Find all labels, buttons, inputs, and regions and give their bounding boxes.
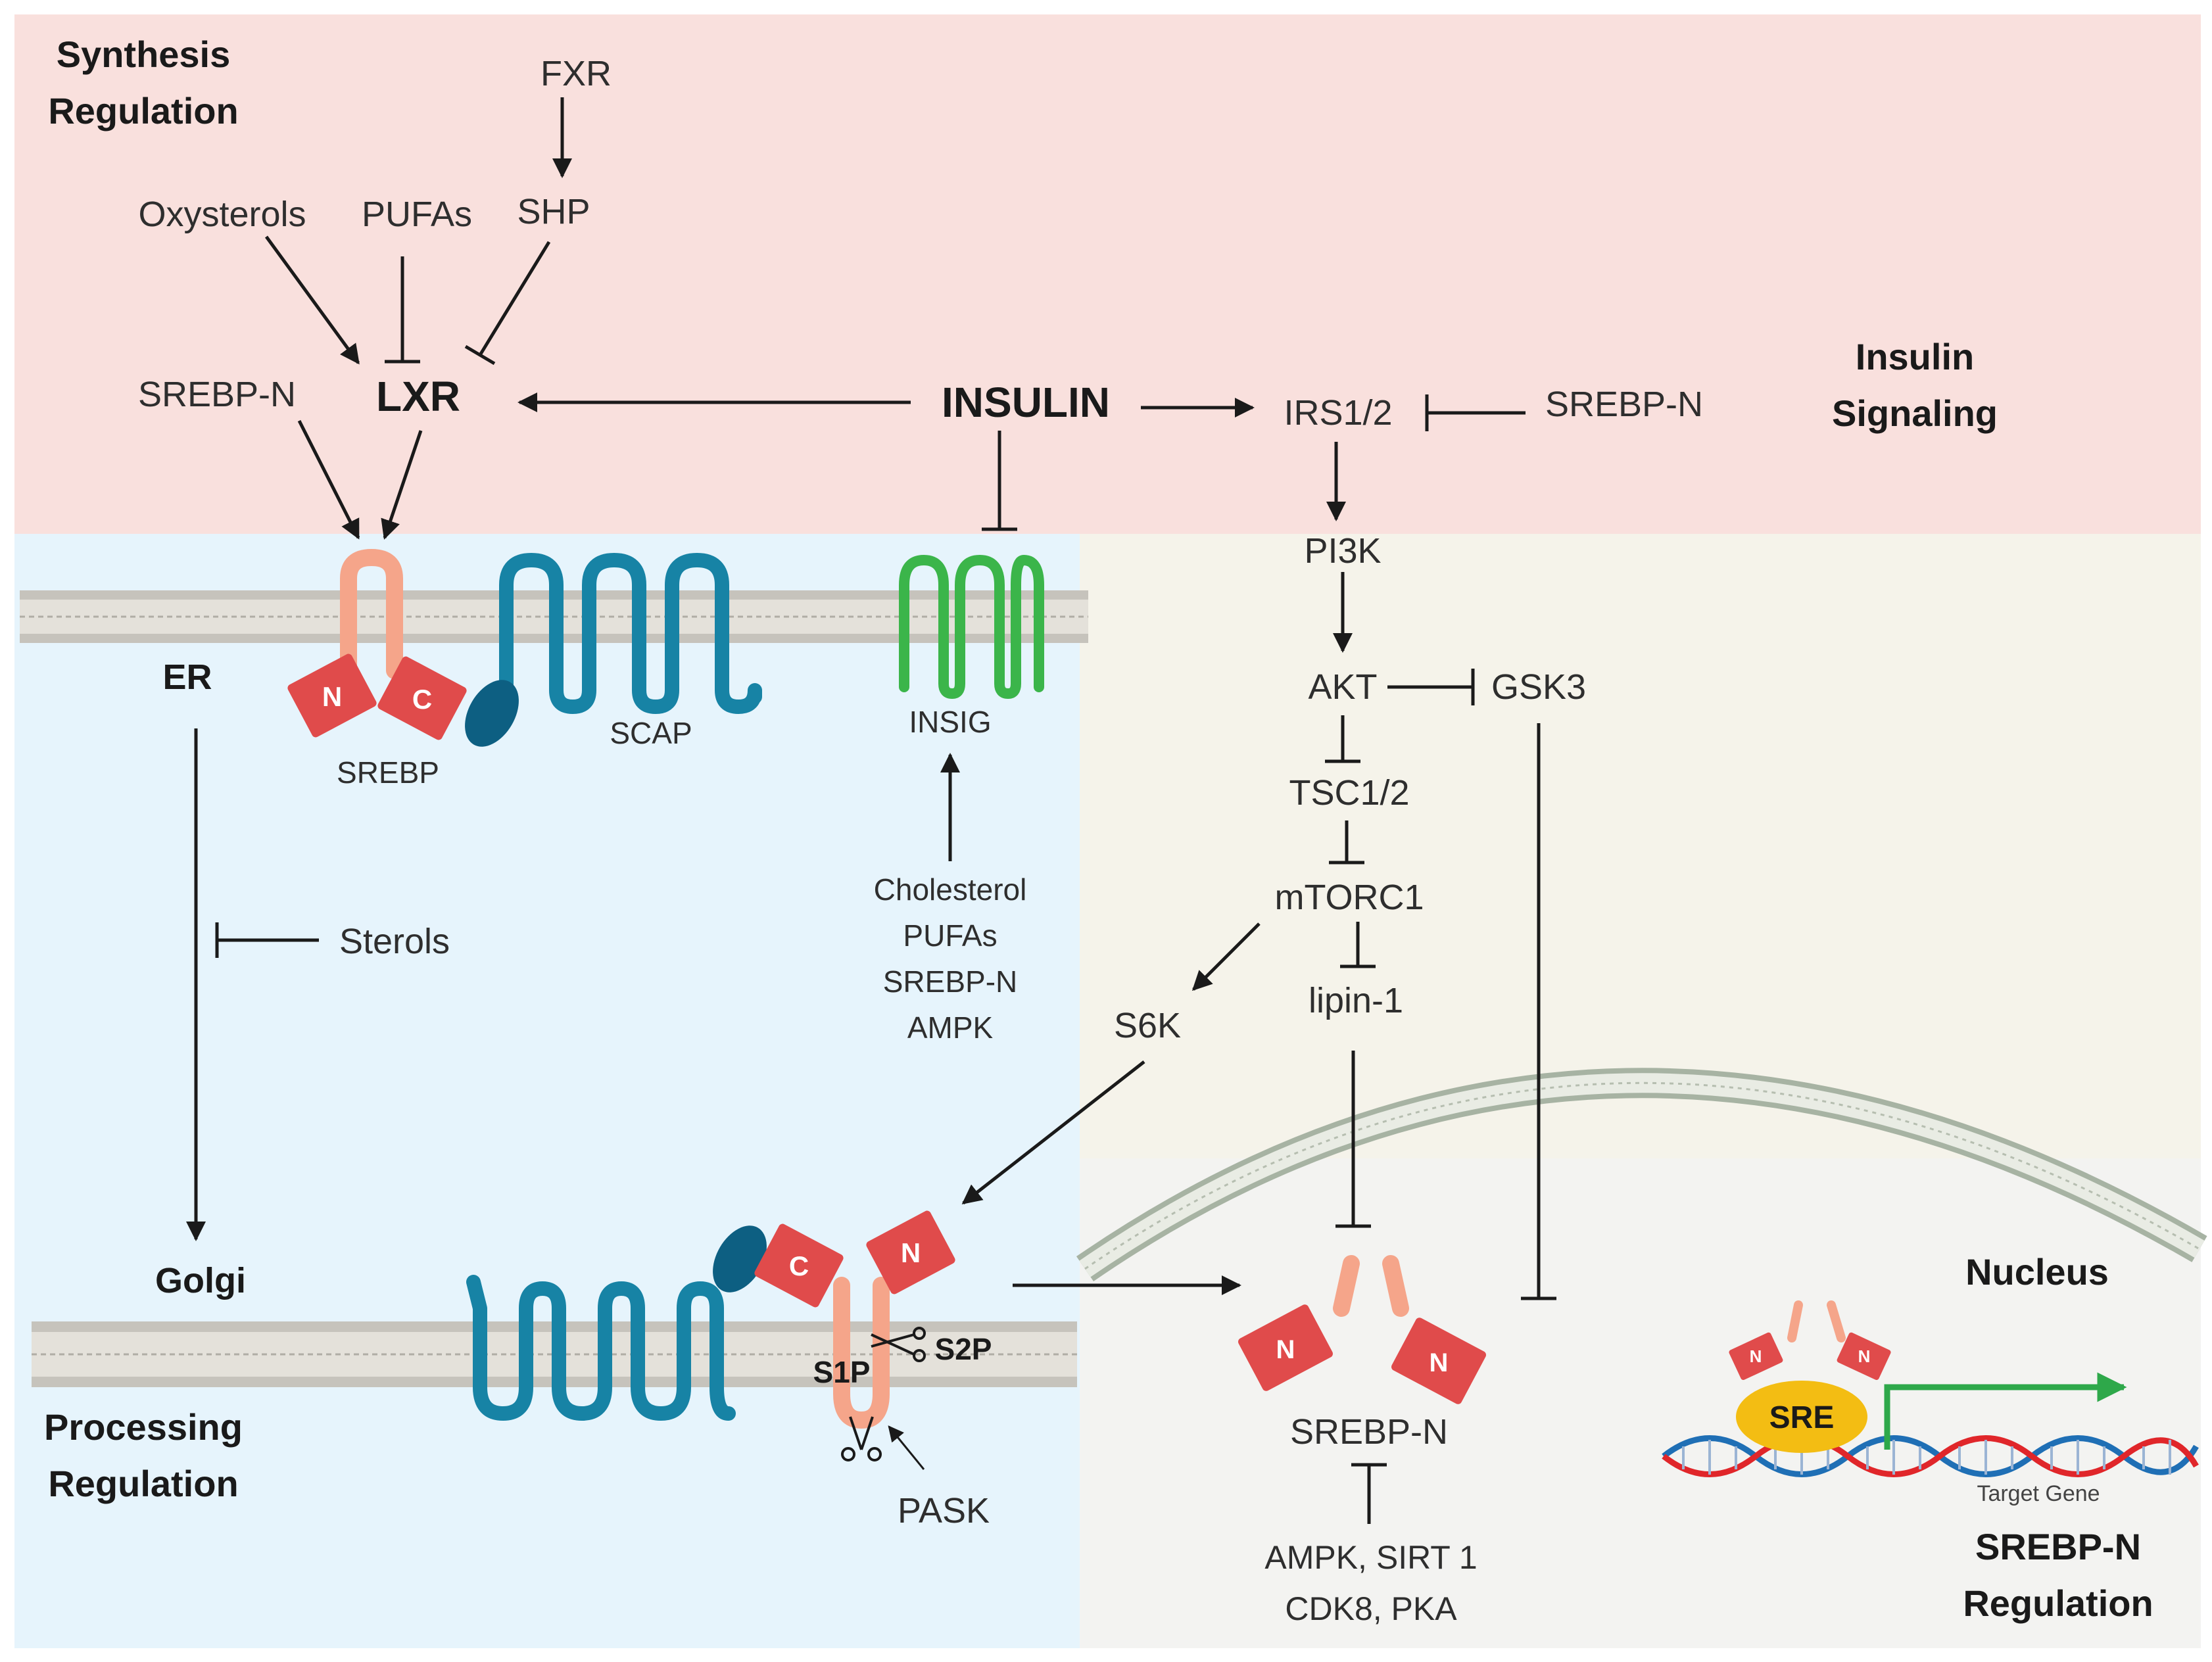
- label-pi3k: PI3K: [1304, 531, 1382, 571]
- label-scap: SCAP: [610, 716, 692, 750]
- arrow-oxysterols-lxr: [264, 235, 360, 365]
- label-lxr: LXR: [376, 373, 460, 420]
- label-srebp: SREBP: [337, 755, 439, 790]
- label-shp: SHP: [517, 192, 590, 231]
- srebp-n-inhibitor-item: AMPK, SIRT 1: [1264, 1539, 1478, 1576]
- section-insulin-line2: Signaling: [1832, 392, 1998, 434]
- insig-regulator-item: AMPK: [907, 1010, 994, 1045]
- label-srebp-n-nucleus: SREBP-N: [1289, 1412, 1449, 1452]
- srebp-c-letter-golgi: C: [789, 1250, 809, 1281]
- section-insulin-line1: Insulin: [1855, 336, 1975, 377]
- arrow-srebpn-er: [297, 419, 360, 540]
- label-s2p: S2P: [934, 1332, 992, 1366]
- label-oxysterols: Oxysterols: [138, 195, 306, 234]
- label-golgi: Golgi: [155, 1261, 246, 1300]
- srebp-c-domain-er: [377, 656, 467, 740]
- srebp-n-bound-fragment-left: [1787, 1300, 1803, 1342]
- dna-helix: [1662, 1435, 2199, 1477]
- section-processing-regulation: Processing Regulation: [44, 1399, 243, 1512]
- section-synthesis-regulation: Synthesis Regulation: [48, 26, 238, 139]
- arrow-s6k-golgi-srebp: [961, 1060, 1145, 1204]
- srebp-n-fragment-left: [1333, 1255, 1360, 1317]
- synthesis-region: [14, 14, 2201, 534]
- srebp-n-fragment-right: [1382, 1255, 1409, 1317]
- section-srebp-n-regulation: SREBP-N Regulation: [1963, 1519, 2153, 1632]
- label-fxr: FXR: [541, 54, 612, 93]
- insig-protein: [899, 555, 1044, 699]
- section-insulin-signaling: Insulin Signaling: [1832, 329, 1998, 442]
- srebp-n-letter-nucleus-right: N: [1430, 1348, 1449, 1377]
- insig-regulator-list: Cholesterol PUFAs SREBP-N AMPK: [874, 867, 1027, 1051]
- label-target-gene: Target Gene: [1977, 1481, 2100, 1506]
- insig-regulator-item: Cholesterol: [873, 872, 1027, 907]
- label-irs: IRS1/2: [1284, 393, 1393, 433]
- srebp-n-bound-letter-right: N: [1858, 1346, 1871, 1366]
- transcription-arrow: [1884, 1372, 2127, 1450]
- section-synthesis-line2: Regulation: [48, 90, 239, 131]
- s1p-scissors-icon: [841, 1416, 882, 1461]
- srebp-n-bound-right: [1837, 1332, 1891, 1381]
- s2p-scissors-icon: [871, 1327, 926, 1362]
- label-pufas-top: PUFAs: [361, 195, 473, 234]
- srebp-c-domain-golgi: [754, 1223, 844, 1308]
- label-insulin: INSULIN: [942, 379, 1110, 426]
- label-er: ER: [162, 657, 212, 697]
- scap-protein-er: [499, 553, 762, 714]
- sre-element: [1736, 1381, 1867, 1453]
- section-synthesis-line1: Synthesis: [56, 34, 231, 75]
- srebp-loop-golgi: [833, 1277, 890, 1429]
- arrow-lxr-er: [381, 430, 423, 540]
- srebp-n-domain-nucleus-right: [1391, 1318, 1486, 1404]
- label-akt: AKT: [1308, 667, 1378, 707]
- label-srebp-n-irs: SREBP-N: [1545, 385, 1704, 424]
- scap-protein-golgi: [466, 1275, 736, 1421]
- srebp-n-domain-golgi: [866, 1210, 955, 1294]
- srebp-n-letter-nucleus-left: N: [1276, 1335, 1295, 1364]
- label-lipin: lipin-1: [1308, 981, 1404, 1020]
- insig-regulator-item: PUFAs: [903, 918, 998, 953]
- srebp-loop-er: [340, 548, 403, 679]
- section-srebpn-line2: Regulation: [1963, 1582, 2153, 1624]
- sre-label: SRE: [1769, 1400, 1835, 1435]
- nuclear-envelope: [1076, 1068, 2207, 1281]
- label-gsk3: GSK3: [1491, 667, 1587, 707]
- srebp-n-letter-er: N: [322, 681, 342, 712]
- arrow-mtorc1-s6k: [1191, 922, 1261, 991]
- srebp-n-domain-nucleus-left: [1238, 1304, 1333, 1391]
- label-srebp-n-top: SREBP-N: [137, 375, 297, 414]
- label-mtorc1: mTORC1: [1274, 878, 1424, 917]
- srebp-n-bound-left: [1729, 1332, 1783, 1381]
- processing-region: [14, 534, 1080, 1648]
- signaling-region: [1080, 534, 2201, 1158]
- inhibit-shp-lxr: [478, 241, 551, 356]
- insig-regulator-item: SREBP-N: [882, 964, 1018, 999]
- srebp-n-domain-er: [287, 653, 377, 738]
- label-s1p: S1P: [813, 1355, 871, 1389]
- label-insig: INSIG: [909, 705, 992, 739]
- section-processing-line1: Processing: [44, 1406, 243, 1448]
- srebp-n-letter-golgi: N: [901, 1237, 921, 1268]
- scap-domain-golgi: [713, 1225, 767, 1293]
- section-srebpn-line1: SREBP-N: [1975, 1526, 2142, 1567]
- arrow-pask: [888, 1425, 925, 1470]
- srebp-n-inhibitor-list: AMPK, SIRT 1 CDK8, PKA: [1264, 1532, 1477, 1634]
- label-pask: PASK: [897, 1491, 990, 1531]
- section-nucleus: Nucleus: [1965, 1251, 2109, 1293]
- srebp-n-bound-fragment-right: [1827, 1300, 1846, 1342]
- srebp-n-bound-letter-left: N: [1750, 1346, 1762, 1366]
- label-s6k: S6K: [1113, 1006, 1182, 1045]
- label-tsc: TSC1/2: [1289, 773, 1410, 813]
- srebp-n-inhibitor-item: CDK8, PKA: [1285, 1590, 1457, 1627]
- label-sterols: Sterols: [339, 922, 450, 961]
- section-processing-line2: Regulation: [48, 1463, 239, 1504]
- srebp-c-letter-er: C: [412, 684, 432, 715]
- nucleus-region: [1080, 1158, 2201, 1648]
- scap-domain-er: [465, 680, 519, 747]
